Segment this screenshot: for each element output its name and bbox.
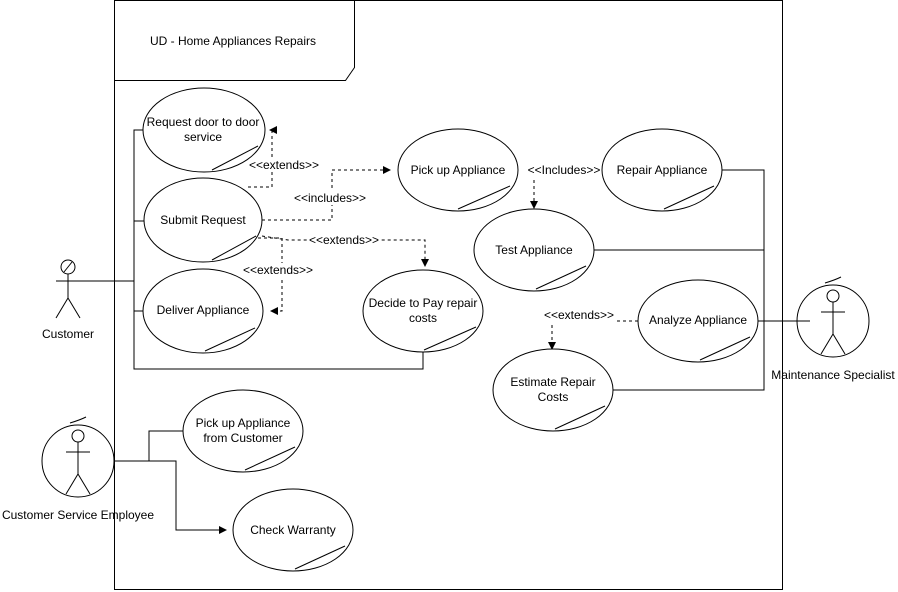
use-case-request-door[interactable]: Request door to door service — [142, 87, 266, 173]
decide-pay-label-1: Decide to Pay repair — [369, 296, 478, 310]
test-appliance-label: Test Appliance — [495, 243, 573, 257]
actor-customer-label: Customer — [42, 327, 94, 341]
employee-associations — [114, 430, 227, 534]
estimate-costs-label-1: Estimate Repair — [510, 375, 595, 389]
actor-maintenance-specialist-label: Maintenance Specialist — [771, 368, 895, 382]
pickup-from-customer-label-2: from Customer — [203, 431, 282, 445]
extends-deliver-label: <<extends>> — [243, 263, 313, 277]
use-case-analyze-appliance[interactable]: Analyze Appliance — [637, 279, 759, 363]
analyze-appliance-label: Analyze Appliance — [649, 313, 747, 327]
diagram-title: UD - Home Appliances Repairs — [150, 34, 316, 48]
use-case-repair-appliance[interactable]: Repair Appliance — [601, 128, 723, 212]
actor-customer-service-employee[interactable] — [41, 416, 115, 498]
actor-customer[interactable] — [55, 259, 81, 319]
use-case-decide-pay[interactable]: Decide to Pay repair costs — [362, 269, 484, 353]
extends-request-label: <<extends>> — [249, 158, 319, 172]
use-case-submit-request[interactable]: Submit Request — [143, 177, 263, 263]
estimate-costs-label-2: Costs — [538, 390, 569, 404]
title-tab — [114, 0, 355, 81]
actor-customer-service-employee-label: Customer Service Employee — [2, 508, 154, 522]
maintenance-associations — [594, 169, 810, 391]
pick-up-appliance-label: Pick up Appliance — [411, 163, 506, 177]
extends-estimate-line — [548, 320, 638, 350]
use-case-check-warranty[interactable]: Check Warranty — [232, 488, 354, 572]
repair-appliance-label: Repair Appliance — [617, 163, 708, 177]
request-door-label-2: service — [184, 130, 222, 144]
includes-test-label: <<Includes>> — [528, 163, 601, 177]
extends-decide-line — [261, 235, 429, 267]
extends-decide-label: <<extends>> — [309, 233, 379, 247]
includes-pickup-label: <<includes>> — [294, 191, 366, 205]
extends-request-line — [248, 126, 277, 188]
decide-pay-label-2: costs — [409, 311, 437, 325]
submit-request-label: Submit Request — [160, 213, 246, 227]
employee-ring-icon — [41, 424, 115, 498]
check-warranty-label: Check Warranty — [250, 523, 336, 537]
maintenance-ring-icon — [796, 284, 870, 358]
use-case-estimate-costs[interactable]: Estimate Repair Costs — [492, 348, 614, 432]
request-door-label-1: Request door to door — [147, 115, 260, 129]
actor-maintenance-specialist[interactable] — [796, 276, 870, 358]
pickup-from-customer-label-1: Pick up Appliance — [196, 416, 291, 430]
extends-estimate-label: <<extends>> — [544, 308, 614, 322]
use-case-pick-up-appliance[interactable]: Pick up Appliance — [397, 128, 519, 212]
use-case-pickup-from-customer[interactable]: Pick up Appliance from Customer — [182, 389, 304, 473]
use-case-deliver-appliance[interactable]: Deliver Appliance — [142, 268, 264, 354]
relation-labels: <<extends>> <<includes>> <<extends>> <<e… — [241, 158, 616, 322]
use-case-test-appliance[interactable]: Test Appliance — [473, 208, 595, 292]
deliver-appliance-label: Deliver Appliance — [157, 303, 250, 317]
system-boundary — [114, 0, 783, 590]
